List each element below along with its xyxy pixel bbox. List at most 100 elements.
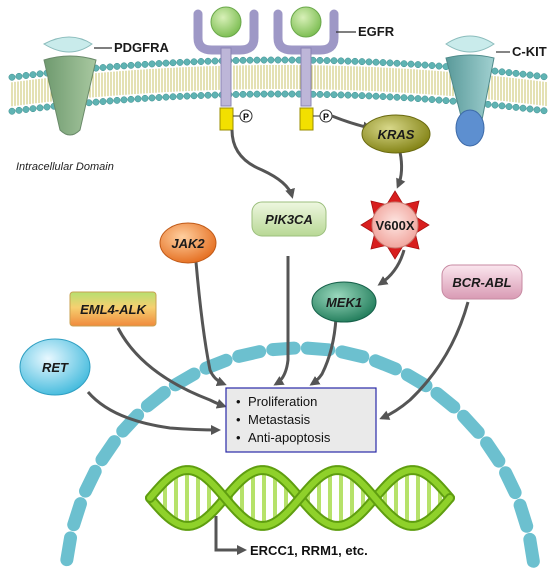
lipid-head-icon: [176, 92, 184, 100]
nuclear-envelope-segment: [457, 409, 485, 439]
lipid-head-icon: [526, 105, 534, 113]
lipid-head-icon: [232, 57, 240, 64]
lipid-head-icon: [400, 94, 408, 102]
phospho-icon: P: [323, 112, 329, 122]
lipid-head-icon: [43, 103, 51, 111]
lipid-head-icon: [113, 62, 121, 70]
lipid-head-icon: [330, 91, 338, 99]
lipid-head-icon: [267, 90, 275, 98]
ret-node: [19, 338, 91, 396]
lipid-head-icon: [442, 97, 450, 105]
ret-label: RET: [42, 360, 69, 375]
lipid-head-icon: [421, 61, 429, 69]
nuclear-envelope-segment: [67, 497, 87, 532]
cellular-outcomes-box: • Proliferation • Metastasis • Anti-apop…: [225, 387, 377, 453]
lipid-head-icon: [358, 58, 366, 66]
outcome-bullet: •: [236, 412, 241, 427]
lipid-head-icon: [505, 103, 513, 111]
nuclear-envelope-segment: [368, 354, 402, 376]
lipid-head-icon: [15, 72, 23, 80]
lipid-head-icon: [29, 71, 37, 79]
lipid-head-icon: [260, 56, 268, 64]
lipid-head-icon: [379, 93, 387, 100]
lipid-head-icon: [127, 95, 135, 103]
mek1-node: [311, 281, 377, 323]
lipid-head-icon: [148, 94, 156, 102]
lipid-head-icon: [526, 71, 534, 79]
lipid-head-icon: [15, 106, 23, 114]
lipid-head-icon: [323, 57, 331, 64]
nuclear-envelope-segment: [400, 368, 433, 393]
lipid-head-icon: [288, 90, 296, 98]
lipid-head-icon: [267, 56, 275, 64]
pdgfra-receptor: [42, 36, 112, 136]
lipid-head-icon: [155, 60, 163, 67]
lipid-head-icon: [204, 91, 212, 99]
ckit-receptor: [445, 35, 510, 147]
lipid-head-icon: [99, 98, 107, 105]
pathway-arrows: [86, 114, 470, 555]
lipid-head-icon: [246, 56, 254, 64]
lipid-head-icon: [435, 96, 443, 104]
lipid-head-icon: [197, 58, 205, 65]
lipid-head-icon: [120, 62, 128, 70]
lipid-head-icon: [365, 58, 373, 66]
nuclear-envelope-segment: [430, 386, 461, 414]
lipid-head-icon: [155, 94, 163, 101]
lipid-head-icon: [253, 90, 261, 98]
lipid-head-icon: [183, 58, 191, 66]
lipid-head-icon: [386, 59, 394, 67]
lipid-head-icon: [29, 105, 37, 113]
lipid-head-icon: [505, 69, 513, 77]
lipid-head-icon: [393, 93, 401, 101]
lipid-head-icon: [169, 59, 177, 67]
lipid-head-icon: [386, 93, 394, 101]
lipid-head-icon: [358, 92, 366, 100]
egfr-kinase-domains: [219, 107, 333, 131]
outcome-bullet: •: [236, 430, 241, 445]
lipid-head-icon: [281, 56, 289, 64]
nuclear-envelope-segment: [266, 341, 301, 357]
lipid-head-icon: [274, 90, 282, 98]
eml4-alk-node: [69, 291, 157, 327]
bcr-abl-label: BCR-ABL: [452, 275, 511, 290]
nuclear-envelope-segment: [513, 498, 534, 533]
lipid-head-icon: [533, 106, 541, 114]
pik3ca-node: [251, 201, 327, 237]
lipid-head-icon: [533, 72, 541, 80]
lipid-head-icon: [190, 92, 198, 100]
lipid-head-icon: [540, 107, 548, 115]
lipid-head-icon: [92, 98, 100, 106]
lipid-head-icon: [106, 97, 114, 105]
kras-label: KRAS: [378, 127, 415, 142]
lipid-head-icon: [288, 56, 296, 64]
lipid-head-icon: [407, 94, 415, 102]
mek1-label: MEK1: [326, 295, 362, 310]
lipid-head-icon: [127, 61, 135, 69]
lipid-head-icon: [512, 69, 520, 77]
lipid-head-icon: [36, 70, 44, 78]
lipid-head-icon: [330, 57, 338, 65]
lipid-head-icon: [134, 95, 142, 103]
lipid-head-icon: [449, 97, 457, 105]
lipid-head-icon: [281, 90, 289, 98]
lipid-head-icon: [162, 93, 170, 101]
lipid-head-icon: [239, 56, 247, 64]
lipid-head-icon: [414, 61, 422, 69]
lipid-head-icon: [169, 93, 177, 101]
lipid-head-icon: [120, 96, 128, 104]
lipid-head-icon: [344, 57, 352, 65]
jak2-label: JAK2: [171, 236, 205, 251]
lipid-head-icon: [190, 58, 198, 66]
eml4-alk-label: EML4-ALK: [80, 302, 147, 317]
phospho-icon: P: [243, 112, 249, 122]
lipid-head-icon: [540, 73, 548, 81]
dna-helix: [145, 465, 455, 531]
lipid-head-icon: [211, 57, 219, 65]
intracellular-domain-caption: Intracellular Domain: [16, 161, 114, 173]
lipid-head-icon: [22, 72, 30, 79]
outcome-bullet: •: [236, 394, 241, 409]
lipid-head-icon: [491, 67, 499, 75]
outcome-proliferation: Proliferation: [248, 394, 317, 409]
